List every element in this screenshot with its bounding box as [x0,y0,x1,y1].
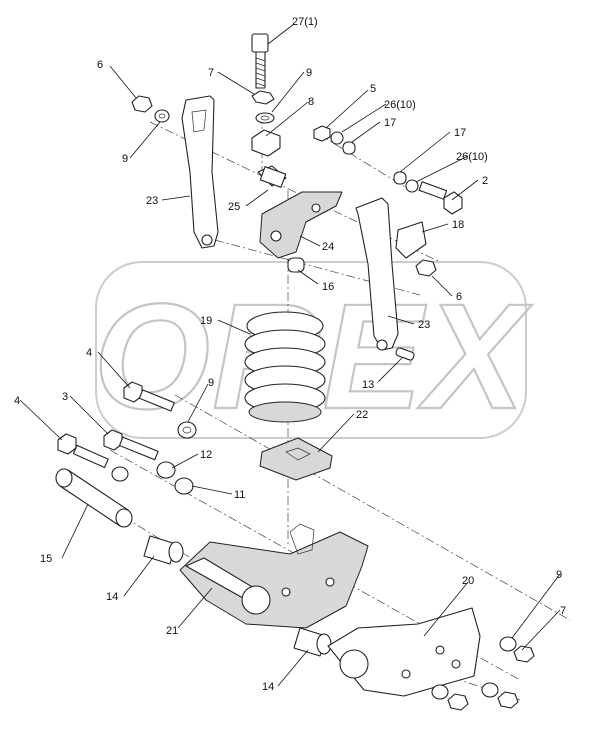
plate-hole [339,649,369,679]
washer-9-left [154,109,170,123]
nut-5 [313,125,331,142]
bracket-hole [270,230,282,242]
callout-24: 24 [322,241,334,253]
callout-7: 7 [560,605,566,617]
washer-26-right [405,179,419,193]
bushing-14-upper [143,535,184,565]
lever-hole [376,339,388,351]
washer-9-top [255,112,275,124]
callout-13: 13 [362,379,374,391]
lever-slot [191,109,207,133]
nut-7 [251,90,275,105]
callout-26: 26(10) [384,99,416,111]
washer-9-mid [177,421,197,439]
callout-6: 6 [456,291,462,303]
callout-4: 4 [86,347,92,359]
washer-small [111,466,129,482]
nut-lower-a [447,693,469,711]
axis-line [174,394,571,621]
spring-19 [244,311,326,423]
pin-25 [257,165,287,188]
callout-9: 9 [208,377,214,389]
bolt-27 [251,33,269,89]
callout-23: 23 [146,195,158,207]
callout-20: 20 [462,575,474,587]
callout-21: 21 [166,625,178,637]
nut-6-right [415,259,437,277]
callout-26: 26(10) [456,151,488,163]
callout-4: 4 [14,395,20,407]
plate-20 [327,607,481,697]
sleeve-15 [55,468,133,528]
nut-lower-b [497,691,519,709]
callout-5: 5 [370,83,376,95]
parts [55,33,535,711]
callout-22: 22 [356,409,368,421]
bolt-4-upper [123,381,175,412]
lever-23-left [181,95,219,249]
seat-recess [285,447,311,461]
bracket-24 [259,191,343,259]
lever-23-right [355,197,399,351]
bracket-hole [311,203,321,213]
bolt-2 [418,181,463,215]
plate-hole [451,659,461,669]
callout-9: 9 [122,153,128,165]
callout-23: 23 [418,319,430,331]
callout-14: 14 [106,591,118,603]
callout-3: 3 [62,391,68,403]
bushing-14-lower [293,627,332,657]
washer-lower-b [481,682,499,698]
callout-9: 9 [306,67,312,79]
callout-2: 2 [482,175,488,187]
plate-hole [401,669,411,679]
plate-18 [395,221,427,259]
lever-hole [201,234,213,246]
washer-9-right [499,636,517,652]
callout-7: 7 [208,67,214,79]
plate-hole [435,645,445,655]
callout-17: 17 [454,127,466,139]
nut-7-right [513,645,535,663]
callout-8: 8 [308,96,314,108]
callout-labels: 27(1) 6 7 9 8 5 26(10) 17 9 17 26(10) 2 … [14,16,566,693]
bushing-17-top [342,141,356,155]
bushing-17-right [393,171,407,185]
carrier-21 [179,523,369,629]
bushing-16 [287,257,305,273]
washer-26-top [330,131,344,145]
callout-14: 14 [262,681,274,693]
watermark-frame [95,261,527,439]
callout-27: 27(1) [292,16,318,28]
nut-6-left [131,95,153,113]
callout-17: 17 [384,117,396,129]
callout-9: 9 [556,569,562,581]
bolt-4-lower [57,433,109,469]
leader-lines [19,23,561,687]
callout-19: 19 [200,315,212,327]
callout-6: 6 [97,59,103,71]
pin-13 [395,347,415,361]
block-8 [251,129,281,157]
callout-16: 16 [322,281,334,293]
callout-12: 12 [200,449,212,461]
washer-lower-a [431,684,449,700]
callout-18: 18 [452,219,464,231]
washer-12 [156,461,176,479]
callout-15: 15 [40,553,52,565]
callout-11: 11 [234,489,245,501]
bolt-3 [103,429,159,461]
washer-11 [174,477,194,495]
callout-25: 25 [228,201,240,213]
